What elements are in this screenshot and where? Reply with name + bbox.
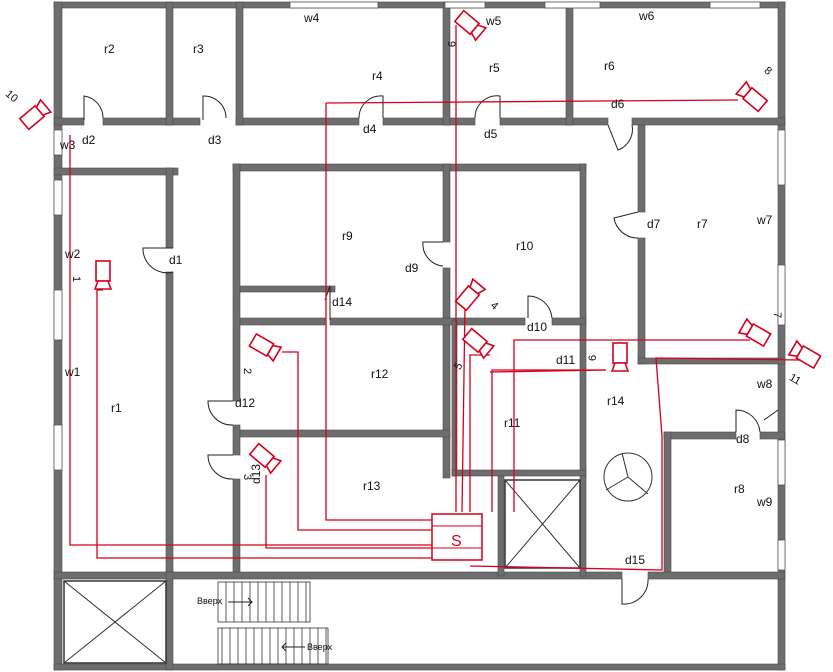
door-label-d12: d12 bbox=[235, 396, 255, 410]
revolving-door bbox=[603, 452, 653, 502]
camera-number-4: 4 bbox=[488, 299, 500, 312]
door-label-d9: d9 bbox=[405, 261, 419, 275]
window-label-w4: w4 bbox=[303, 11, 320, 25]
room-label-r1: r1 bbox=[111, 401, 122, 415]
stairs-label-1: Вверх bbox=[197, 596, 223, 606]
room-label-r12: r12 bbox=[371, 367, 389, 381]
door-label-d1: d1 bbox=[169, 253, 183, 267]
camera-number-7: 7 bbox=[771, 312, 783, 318]
room-label-r9: r9 bbox=[342, 229, 353, 243]
door-label-d2: d2 bbox=[82, 133, 96, 147]
door-label-d13: d13 bbox=[249, 464, 263, 484]
windows bbox=[53, 1, 786, 571]
camera-number-8: 8 bbox=[762, 65, 774, 78]
camera-number-3: 3 bbox=[241, 474, 253, 480]
camera-10 bbox=[18, 98, 53, 131]
camera-number-6: 6 bbox=[587, 355, 599, 361]
room-label-r14: r14 bbox=[607, 394, 625, 408]
camera-4 bbox=[454, 277, 487, 312]
window-label-w8: w8 bbox=[756, 377, 773, 391]
camera-number-2: 2 bbox=[241, 368, 253, 374]
elevator-right bbox=[504, 479, 581, 569]
window-label-w7: w7 bbox=[756, 213, 773, 227]
server-label: S bbox=[451, 533, 462, 550]
room-label-r2: r2 bbox=[104, 42, 115, 56]
camera-5 bbox=[461, 327, 496, 360]
camera-2 bbox=[248, 332, 283, 363]
room-label-r4: r4 bbox=[372, 69, 383, 83]
stairs-arrow-2 bbox=[281, 642, 305, 652]
camera-9 bbox=[453, 9, 488, 42]
window-label-w3: w3 bbox=[59, 138, 76, 152]
camera-number-5: 5 bbox=[452, 361, 465, 372]
camera-number-9: 9 bbox=[445, 41, 457, 47]
room-label-r8: r8 bbox=[734, 482, 745, 496]
camera-3 bbox=[248, 442, 283, 475]
camera-wiring bbox=[69, 25, 801, 571]
door-label-d11: d11 bbox=[556, 353, 575, 367]
door-label-d6: d6 bbox=[611, 97, 625, 111]
room-label-r7: r7 bbox=[697, 217, 708, 231]
room-label-r3: r3 bbox=[193, 42, 204, 56]
door-label-d10: d10 bbox=[527, 320, 547, 334]
door-label-d3: d3 bbox=[208, 133, 222, 147]
window-label-w9: w9 bbox=[756, 495, 773, 509]
elevator-left bbox=[63, 580, 167, 664]
door-swings bbox=[83, 95, 779, 605]
camera-number-11: 11 bbox=[787, 372, 803, 388]
room-label-r11: r11 bbox=[504, 416, 521, 430]
stairs-arrow-1 bbox=[228, 597, 253, 607]
camera-11 bbox=[787, 339, 822, 370]
camera-1 bbox=[93, 260, 113, 290]
camera-number-1: 1 bbox=[70, 276, 82, 282]
door-label-d4: d4 bbox=[363, 122, 377, 136]
camera-7 bbox=[737, 317, 772, 348]
camera-6 bbox=[610, 342, 630, 372]
window-label-w2: w2 bbox=[64, 247, 81, 261]
door-label-d15: d15 bbox=[625, 553, 645, 567]
room-label-r5: r5 bbox=[489, 61, 500, 75]
room-label-r10: r10 bbox=[516, 239, 534, 253]
camera-number-10: 10 bbox=[3, 88, 20, 105]
room-label-r13: r13 bbox=[363, 479, 381, 493]
window-label-w6: w6 bbox=[638, 9, 655, 23]
door-label-d14: d14 bbox=[332, 295, 352, 309]
room-label-r6: r6 bbox=[604, 59, 615, 73]
camera-8 bbox=[734, 80, 769, 113]
window-label-w5: w5 bbox=[485, 14, 502, 28]
stairs-label-2: Вверх bbox=[307, 642, 333, 652]
window-label-w1: w1 bbox=[64, 365, 81, 379]
server-box: S bbox=[431, 513, 483, 561]
door-label-d7: d7 bbox=[647, 217, 661, 231]
stairs bbox=[217, 581, 329, 665]
door-label-d5: d5 bbox=[484, 127, 498, 141]
door-label-d8: d8 bbox=[736, 432, 750, 446]
